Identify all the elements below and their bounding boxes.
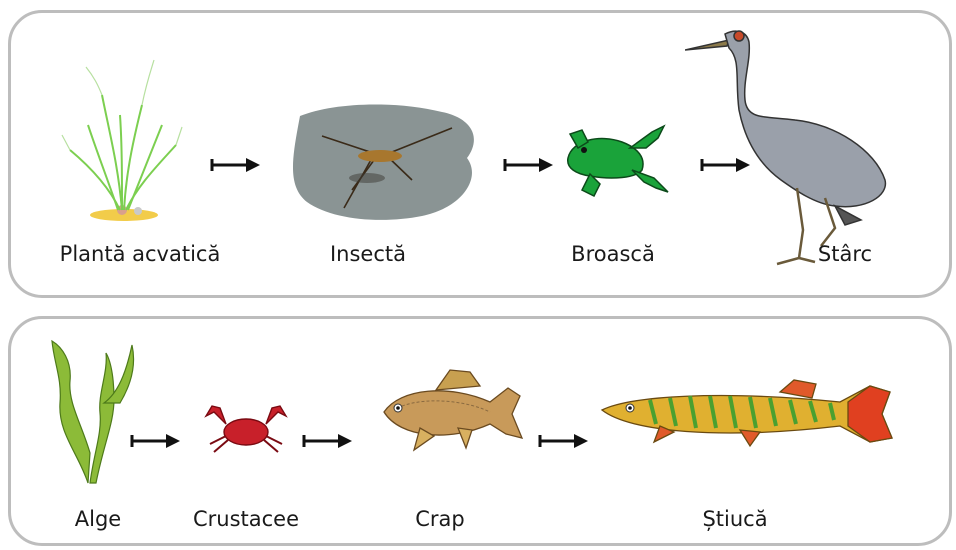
water-strider-icon <box>282 98 492 226</box>
carp-icon <box>380 366 530 460</box>
frog-icon <box>560 118 672 200</box>
arrow-icon <box>538 432 588 450</box>
heron-icon <box>685 20 895 270</box>
arrow-icon <box>130 432 180 450</box>
chain2-label-pike: Știucă <box>702 507 767 531</box>
chain1-label-insect: Insectă <box>330 242 406 266</box>
chain1-label-heron: Stârc <box>818 242 872 266</box>
pike-icon <box>600 376 900 452</box>
chain1-label-plant: Plantă acvatică <box>60 242 221 266</box>
chain1-label-frog: Broască <box>571 242 655 266</box>
arrow-icon <box>302 432 352 450</box>
chain2-label-algae: Alge <box>75 507 121 531</box>
chain2-label-crab: Crustacee <box>193 507 299 531</box>
algae-icon <box>48 333 138 488</box>
arrow-icon <box>503 156 553 174</box>
aquatic-plant-icon <box>58 55 188 225</box>
chain2-label-carp: Crap <box>415 507 465 531</box>
crab-icon <box>198 400 294 456</box>
arrow-icon <box>210 156 260 174</box>
